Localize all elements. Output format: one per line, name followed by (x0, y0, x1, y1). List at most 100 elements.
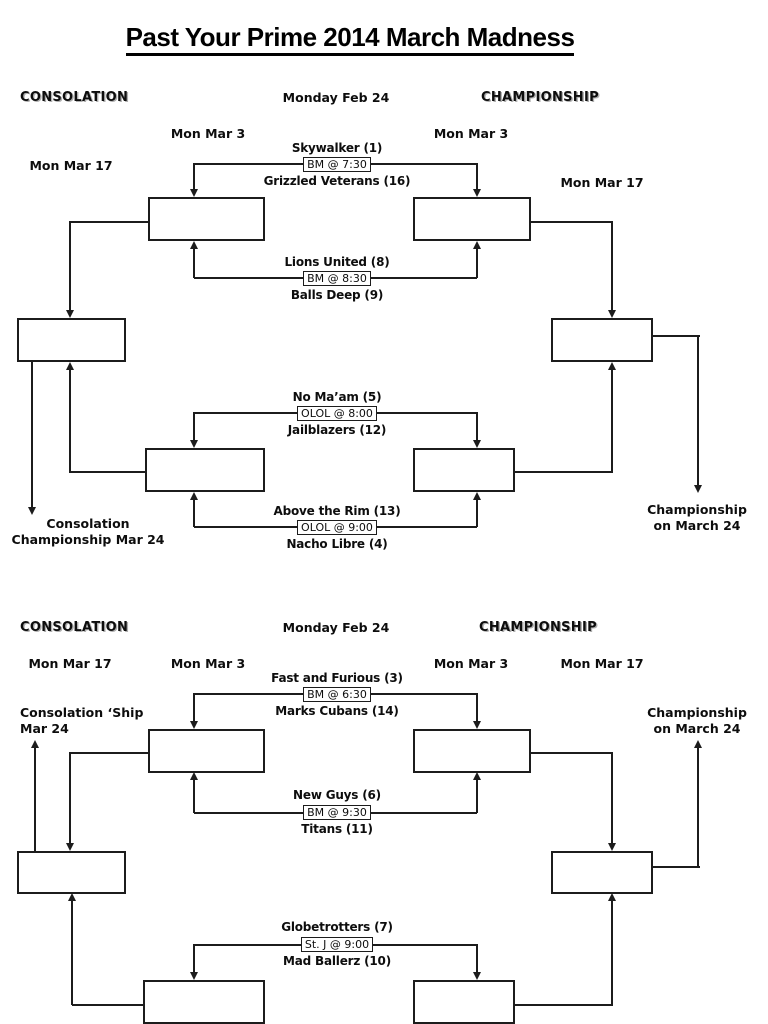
championship-final-label-line1: Championship (647, 705, 747, 720)
arrowhead-down-icon (473, 189, 481, 197)
bracket-connector-line (611, 901, 613, 1005)
bracket-connector-line (476, 693, 478, 721)
semifinal-date-label: Mon Mar 3 (433, 126, 509, 141)
arrowhead-down-icon (473, 972, 481, 980)
game-time-row: BM @ 9:30 (227, 805, 447, 821)
bracket-connector-line (476, 412, 478, 442)
arrowhead-up-icon (473, 772, 481, 780)
game-time-box: BM @ 7:30 (303, 157, 371, 172)
bracket-connector-line (514, 471, 613, 473)
arrowhead-up-icon (694, 740, 702, 748)
championship-final-label: Championship on March 24 (637, 705, 757, 737)
championship-final-label: Championship on March 24 (637, 502, 757, 534)
consolation-semifinal-box (148, 197, 265, 241)
final-date-label: Mon Mar 17 (560, 656, 644, 671)
bracket-connector-line (697, 335, 699, 486)
consolation-final-label-line2: Championship Mar 24 (11, 532, 165, 547)
consolation-final-label-line1: Consolation ‘Ship (20, 705, 144, 720)
bracket-connector-line (34, 747, 36, 851)
arrowhead-up-icon (473, 241, 481, 249)
team-name-label: Above the Rim (13) (273, 504, 401, 518)
bracket-connector-line (69, 221, 71, 311)
arrowhead-up-icon (31, 740, 39, 748)
arrowhead-down-icon (608, 843, 616, 851)
consolation-final-label-line2: Mar 24 (20, 721, 69, 736)
championship-header: CHAMPIONSHIP (479, 620, 597, 635)
team-name-label: Skywalker (1) (291, 141, 383, 155)
championship-header: CHAMPIONSHIP (481, 90, 599, 105)
bracket-connector-line (193, 412, 195, 442)
bracket-connector-line (71, 901, 73, 1005)
arrowhead-up-icon (608, 893, 616, 901)
consolation-final-label: Consolation ‘Ship Mar 24 (20, 705, 143, 737)
final-date-label: Mon Mar 17 (29, 158, 113, 173)
bracket-connector-line (611, 370, 613, 473)
championship-final-label-line2: on March 24 (653, 518, 741, 533)
bracket-connector-line (476, 249, 478, 278)
championship-final-label-line1: Championship (647, 502, 747, 517)
arrowhead-down-icon (608, 310, 616, 318)
team-name-label: Fast and Furious (3) (271, 671, 403, 685)
team-name-label: Nacho Libre (4) (286, 537, 388, 551)
consolation-final-label-line1: Consolation (46, 516, 130, 531)
bracket-connector-line (611, 221, 613, 311)
team-name-label: Lions United (8) (284, 255, 390, 269)
championship-final-box (551, 318, 653, 362)
championship-final-label-line2: on March 24 (653, 721, 741, 736)
arrowhead-down-icon (28, 507, 36, 515)
arrowhead-down-icon (694, 485, 702, 493)
round1-date-label: Monday Feb 24 (282, 90, 390, 105)
final-date-label: Mon Mar 17 (28, 656, 112, 671)
bracket-connector-line (476, 944, 478, 974)
consolation-header: CONSOLATION (20, 90, 129, 105)
arrowhead-down-icon (66, 310, 74, 318)
bracket-connector-line (70, 221, 150, 223)
arrowhead-down-icon (190, 189, 198, 197)
arrowhead-up-icon (190, 492, 198, 500)
bracket-connector-line (193, 693, 195, 721)
team-name-label: Grizzled Veterans (16) (263, 174, 411, 188)
team-name-label: Balls Deep (9) (290, 288, 384, 302)
bracket-connector-line (476, 163, 478, 191)
bracket-connector-line (31, 362, 33, 508)
team-name-label: Jailblazers (12) (287, 423, 387, 437)
consolation-semifinal-box (145, 448, 265, 492)
arrowhead-up-icon (68, 893, 76, 901)
game-time-box: OLOL @ 8:00 (297, 406, 377, 421)
game-time-row: BM @ 8:30 (227, 271, 447, 287)
game-time-box: BM @ 8:30 (303, 271, 371, 286)
game-time-box: St. J @ 9:00 (300, 937, 374, 952)
team-name-label: No Ma’am (5) (292, 390, 382, 404)
bracket-connector-line (193, 249, 195, 278)
bracket-connector-line (70, 752, 150, 754)
bracket-connector-line (530, 752, 613, 754)
team-name-label: Titans (11) (301, 822, 373, 836)
bracket-connector-line (69, 752, 71, 843)
bracket-connector-line (193, 500, 195, 527)
consolation-semifinal-box (148, 729, 265, 773)
championship-final-box (551, 851, 653, 894)
semifinal-date-label: Mon Mar 3 (433, 656, 509, 671)
semifinal-date-label: Mon Mar 3 (170, 126, 246, 141)
arrowhead-up-icon (608, 362, 616, 370)
game-time-row: OLOL @ 8:00 (227, 406, 447, 422)
bracket-connector-line (652, 866, 700, 868)
consolation-final-box (17, 318, 126, 362)
championship-semifinal-box (413, 448, 515, 492)
arrowhead-down-icon (190, 721, 198, 729)
team-name-label: Mad Ballerz (10) (283, 954, 391, 968)
bracket-connector-line (70, 471, 147, 473)
arrowhead-up-icon (190, 772, 198, 780)
arrowhead-down-icon (190, 972, 198, 980)
team-name-label: New Guys (6) (293, 788, 381, 802)
title-row: Past Your Prime 2014 March Madness (0, 22, 700, 56)
consolation-final-box (17, 851, 126, 894)
game-time-box: BM @ 6:30 (303, 687, 371, 702)
bracket-connector-line (476, 780, 478, 813)
team-name-label: Globetrotters (7) (281, 920, 393, 934)
arrowhead-down-icon (473, 440, 481, 448)
team-name-label: Marks Cubans (14) (275, 704, 399, 718)
semifinal-date-label: Mon Mar 3 (170, 656, 246, 671)
championship-semifinal-box (413, 980, 515, 1024)
